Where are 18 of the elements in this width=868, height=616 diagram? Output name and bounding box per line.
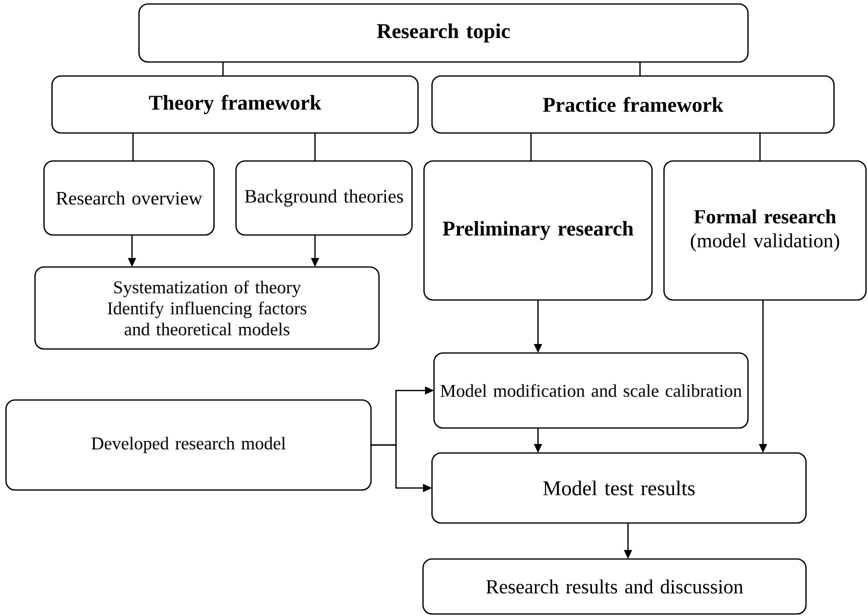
framework-box: Practice framework [431, 75, 835, 134]
framework-box: Theory framework [51, 75, 419, 134]
process-box: Formal research (model validation) [663, 160, 867, 301]
topic-box: Research topic [138, 3, 749, 63]
process-box: Background theories [235, 160, 413, 236]
process-box: Research overview [43, 160, 215, 236]
connector-line [530, 133, 532, 161]
process-box: Preliminary research [423, 160, 653, 301]
process-box: Systematization of theory Identify influencing factors and theoretical models [34, 266, 380, 350]
connector-line [639, 62, 641, 76]
process-box: Developed research model [5, 399, 372, 491]
connector-line [222, 62, 224, 76]
connector-line [314, 133, 316, 161]
process-box: Model modification and scale calibration [433, 352, 749, 429]
connector-line [132, 133, 134, 161]
process-box: Model test results [431, 452, 807, 524]
connector-line [759, 133, 761, 161]
result-box: Research results and discussion [422, 558, 807, 615]
